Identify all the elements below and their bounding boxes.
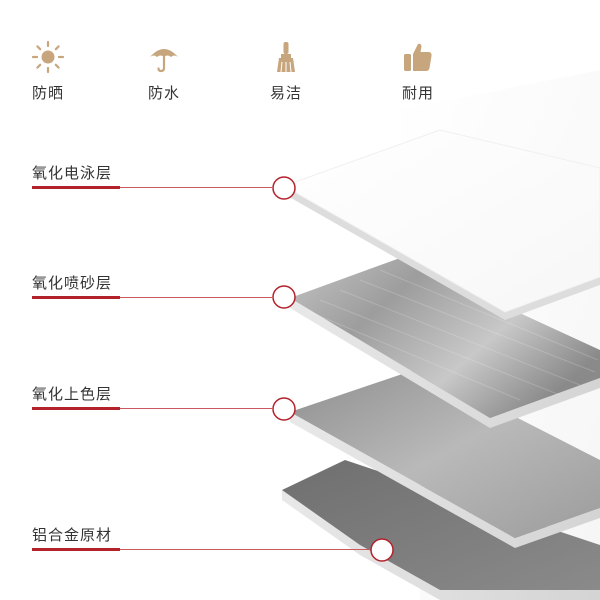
leader-line-2 [32,297,272,298]
layer-slab-3 [290,368,600,548]
layer-label-2: 氧化喷砂层 [32,274,113,292]
umbrella-icon [150,49,178,73]
layer-label-4: 铝合金原材 [32,526,113,544]
layer-slab-2 [290,258,600,428]
layer-marker-1 [272,176,296,200]
label-underline-4 [32,548,120,551]
layer-marker-3 [272,397,296,421]
feature-durable: 耐用 [378,40,458,103]
leader-line-3 [32,408,272,409]
feature-label: 耐用 [401,84,434,102]
leader-line-4 [32,549,370,550]
feature-label: 易洁 [269,84,302,102]
brush-icon [277,42,295,73]
thumbs-up-icon [404,43,432,71]
layer-slab-1 [282,129,600,320]
feature-waterproof: 防水 [124,40,204,103]
layer-label-1: 氧化电泳层 [32,164,113,182]
layer-label-3: 氧化上色层 [32,385,113,403]
layer-slab-4 [282,460,600,600]
label-underline-3 [32,407,120,410]
feature-label: 防水 [147,84,180,102]
layer-marker-2 [272,285,296,309]
sun-icon [31,40,65,74]
label-underline-1 [32,186,120,189]
feature-label: 防晒 [31,84,64,102]
feature-easy-clean: 易洁 [246,40,326,103]
label-underline-2 [32,296,120,299]
feature-sunproof: 防晒 [8,40,88,103]
layer-marker-4 [370,538,394,562]
leader-line-1 [32,187,272,188]
